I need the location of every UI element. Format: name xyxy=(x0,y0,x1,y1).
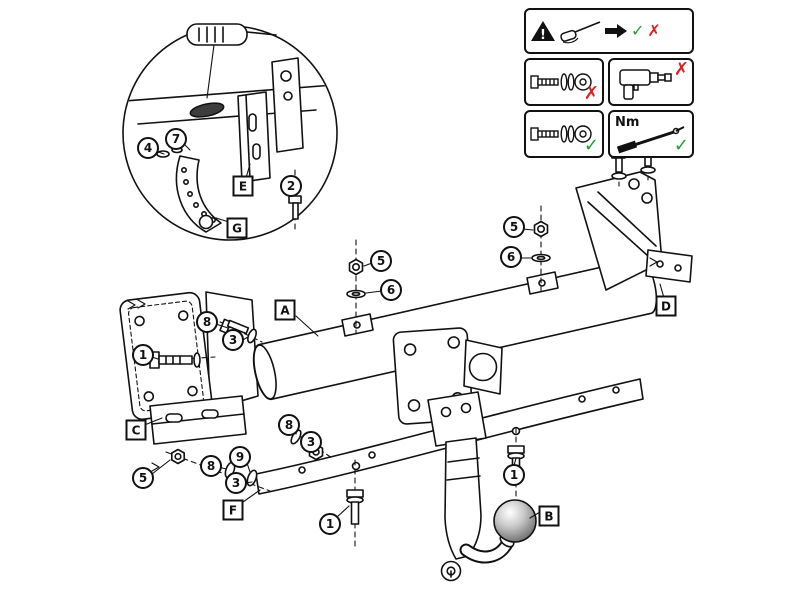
callout-7: 7 xyxy=(165,128,187,150)
part-label-A: A xyxy=(274,299,296,321)
part-label-B: B xyxy=(538,505,560,527)
washer-icon xyxy=(246,469,258,487)
legend-impact-wrench-cell: ✗ xyxy=(608,58,694,106)
part-label-D: D xyxy=(655,295,677,317)
lock-cylinder xyxy=(440,560,462,582)
screwdriver-icon xyxy=(186,23,277,99)
impact-wrench-icon xyxy=(619,69,672,100)
callout-1-bottom: 1 xyxy=(319,513,341,535)
towball-assembly xyxy=(427,391,537,582)
callout-1-right: 1 xyxy=(503,464,525,486)
callout-8-mid: 8 xyxy=(278,414,300,436)
callout-8-upper: 8 xyxy=(196,311,218,333)
legend-bolt-wrong-cell: ✗ xyxy=(524,58,604,106)
side-bracket-part xyxy=(271,57,304,153)
instruction-legend: ! ✓ ✗ ✗ xyxy=(524,8,694,158)
callout-8-bottom: 8 xyxy=(200,455,222,477)
arrow-right-icon xyxy=(605,24,627,38)
nm-label: Nm xyxy=(615,115,640,130)
callout-2: 2 xyxy=(280,175,302,197)
part-label-G: G xyxy=(226,217,248,239)
callout-3-bottom: 3 xyxy=(225,472,247,494)
callout-1-left: 1 xyxy=(132,344,154,366)
callout-4: 4 xyxy=(137,137,159,159)
lower-clamp-bracket xyxy=(149,395,247,445)
check-icon: ✓ xyxy=(673,135,689,156)
callout-6-mid: 6 xyxy=(380,279,402,301)
datum-flag-plate xyxy=(645,249,693,283)
legend-bolt-right-cell: ✓ xyxy=(524,110,604,158)
callout-5-mid: 5 xyxy=(370,250,392,272)
legend-hand-tools-cell: ! ✓ ✗ xyxy=(524,8,694,54)
bolt-washers-icon xyxy=(530,125,592,143)
ball-mount-bracket xyxy=(392,327,503,425)
legend-torque-wrench-cell: Nm ✓ xyxy=(608,110,694,158)
callout-9-bottom: 9 xyxy=(229,446,251,468)
cap-slot xyxy=(189,102,225,118)
check-icon: ✓ xyxy=(583,135,599,156)
part-label-E: E xyxy=(232,175,254,197)
callout-3-mid: 3 xyxy=(300,431,322,453)
callout-5-bottom: 5 xyxy=(132,467,154,489)
warning-triangle-icon: ! xyxy=(531,21,555,43)
direction-chevron xyxy=(127,299,146,310)
washer-icon xyxy=(247,328,257,344)
detail-inset-circle xyxy=(122,23,338,241)
direction-chevron xyxy=(151,462,160,472)
right-mounting-bracket xyxy=(575,139,693,291)
washer-icon xyxy=(531,253,551,263)
bolt-icon xyxy=(507,445,525,454)
callout-5-right: 5 xyxy=(503,216,525,238)
callout-6-right: 6 xyxy=(500,246,522,268)
bolt-icon xyxy=(346,489,364,498)
fasteners xyxy=(147,205,551,547)
torque-wrench-icon xyxy=(616,126,685,154)
cross-icon: ✗ xyxy=(583,83,599,104)
part-label-F: F xyxy=(222,499,244,521)
washer-icon xyxy=(346,289,366,299)
bolt-washers-icon xyxy=(530,73,592,91)
cross-icon: ✗ xyxy=(647,21,661,40)
tow-ball xyxy=(493,499,537,543)
bracket-e-part xyxy=(237,91,271,183)
part-label-C: C xyxy=(125,419,147,441)
bracket-g-part xyxy=(175,155,222,233)
direction-chevron xyxy=(649,257,658,267)
callout-3-upper: 3 xyxy=(222,329,244,351)
svg-text:!: ! xyxy=(540,28,546,43)
check-icon: ✓ xyxy=(631,21,645,40)
screwdriver-hand-icon xyxy=(560,21,601,44)
cross-icon: ✗ xyxy=(673,59,689,80)
